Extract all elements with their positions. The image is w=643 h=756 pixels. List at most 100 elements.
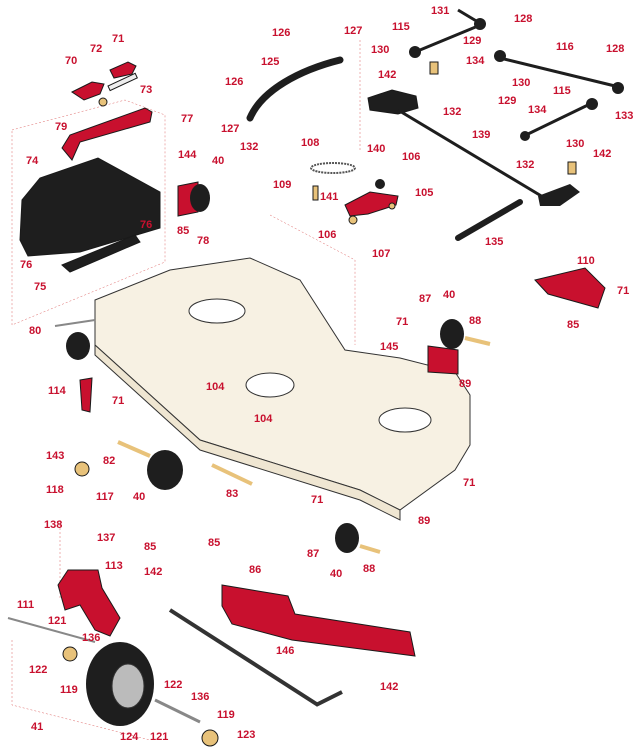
callout-label: 146 bbox=[276, 645, 294, 657]
callout-label: 136 bbox=[82, 632, 100, 644]
callout-label: 75 bbox=[34, 281, 46, 293]
callout-label: 115 bbox=[553, 85, 571, 97]
callout-label: 132 bbox=[516, 159, 534, 171]
callout-label: 76 bbox=[140, 219, 152, 231]
callout-label: 80 bbox=[29, 325, 41, 337]
callout-label: 89 bbox=[459, 378, 471, 390]
callout-label: 129 bbox=[463, 35, 481, 47]
callout-label: 77 bbox=[181, 113, 193, 125]
callout-label: 40 bbox=[443, 289, 455, 301]
wheels bbox=[66, 319, 464, 726]
mower-deck bbox=[94, 257, 471, 521]
callout-label: 88 bbox=[363, 563, 375, 575]
callout-label: 110 bbox=[577, 255, 595, 267]
callout-label: 142 bbox=[378, 69, 396, 81]
callout-label: 70 bbox=[65, 55, 77, 67]
callout-label: 40 bbox=[133, 491, 145, 503]
callout-label: 126 bbox=[272, 27, 290, 39]
callout-label: 40 bbox=[330, 568, 342, 580]
callout-label: 131 bbox=[431, 5, 449, 17]
callout-label: 78 bbox=[197, 235, 209, 247]
callout-label: 130 bbox=[512, 77, 530, 89]
callout-label: 83 bbox=[226, 488, 238, 500]
callout-label: 87 bbox=[307, 548, 319, 560]
callout-label: 71 bbox=[396, 316, 408, 328]
callout-label: 141 bbox=[320, 191, 338, 203]
callout-label: 85 bbox=[144, 541, 156, 553]
callout-label: 40 bbox=[212, 155, 224, 167]
callout-label: 104 bbox=[254, 413, 273, 425]
callout-label: 109 bbox=[273, 179, 291, 191]
callout-label: 88 bbox=[469, 315, 481, 327]
callout-label: 130 bbox=[371, 44, 389, 56]
callout-label: 121 bbox=[150, 731, 168, 743]
callout-label: 113 bbox=[105, 560, 123, 572]
callout-label: 111 bbox=[17, 599, 34, 611]
callout-label: 132 bbox=[443, 106, 461, 118]
rods-and-shafts bbox=[7, 319, 491, 747]
callout-label: 126 bbox=[225, 76, 243, 88]
callout-label: 115 bbox=[392, 21, 410, 33]
cross-bar-assembly bbox=[246, 8, 624, 241]
callout-label: 71 bbox=[112, 33, 124, 45]
callout-label: 105 bbox=[415, 187, 433, 199]
callout-label: 127 bbox=[344, 25, 362, 37]
callout-label: 116 bbox=[556, 41, 574, 53]
callout-label: 129 bbox=[498, 95, 516, 107]
callout-label: 76 bbox=[20, 259, 32, 271]
callout-label: 118 bbox=[46, 484, 64, 496]
callout-label: 82 bbox=[103, 455, 115, 467]
callout-label: 128 bbox=[606, 43, 624, 55]
callout-label: 73 bbox=[140, 84, 152, 96]
callout-label: 134 bbox=[466, 55, 485, 67]
callout-label: 117 bbox=[96, 491, 114, 503]
seat-bracket-assembly bbox=[19, 61, 161, 273]
callout-label: 142 bbox=[593, 148, 611, 160]
callout-label: 137 bbox=[97, 532, 115, 544]
callout-label: 125 bbox=[261, 56, 279, 68]
callout-label: 89 bbox=[418, 515, 430, 527]
callout-label: 114 bbox=[48, 385, 67, 397]
callout-label: 134 bbox=[528, 104, 547, 116]
callout-label: 121 bbox=[48, 615, 66, 627]
callout-labels: 131 128 126 127 115 130 129 116 71 72 70… bbox=[17, 5, 633, 743]
callout-label: 85 bbox=[208, 537, 220, 549]
callout-label: 142 bbox=[380, 681, 398, 693]
callout-label: 71 bbox=[311, 494, 323, 506]
idler-arm-assembly bbox=[310, 162, 399, 225]
callout-label: 71 bbox=[463, 477, 475, 489]
callout-label: 144 bbox=[178, 149, 197, 161]
callout-label: 72 bbox=[90, 43, 102, 55]
callout-label: 108 bbox=[301, 137, 319, 149]
callout-label: 130 bbox=[566, 138, 584, 150]
callout-label: 85 bbox=[567, 319, 579, 331]
callout-label: 104 bbox=[206, 381, 225, 393]
callout-label: 127 bbox=[221, 123, 239, 135]
callout-label: 133 bbox=[615, 110, 633, 122]
callout-label: 123 bbox=[237, 729, 255, 741]
callout-label: 79 bbox=[55, 121, 67, 133]
callout-label: 74 bbox=[26, 155, 39, 167]
callout-label: 139 bbox=[472, 129, 490, 141]
callout-label: 106 bbox=[318, 229, 336, 241]
red-brackets bbox=[57, 267, 606, 657]
callout-label: 87 bbox=[419, 293, 431, 305]
callout-label: 71 bbox=[617, 285, 629, 297]
callout-label: 142 bbox=[144, 566, 162, 578]
callout-label: 41 bbox=[31, 721, 43, 733]
callout-label: 71 bbox=[112, 395, 124, 407]
callout-label: 140 bbox=[367, 143, 385, 155]
callout-label: 86 bbox=[249, 564, 261, 576]
front-wheel-bracket bbox=[177, 181, 210, 217]
callout-label: 85 bbox=[177, 225, 189, 237]
callout-label: 143 bbox=[46, 450, 64, 462]
callout-label: 145 bbox=[380, 341, 398, 353]
callout-label: 119 bbox=[217, 709, 235, 721]
callout-label: 122 bbox=[164, 679, 182, 691]
callout-label: 122 bbox=[29, 664, 47, 676]
callout-label: 132 bbox=[240, 141, 258, 153]
callout-label: 136 bbox=[191, 691, 209, 703]
callout-label: 106 bbox=[402, 151, 420, 163]
